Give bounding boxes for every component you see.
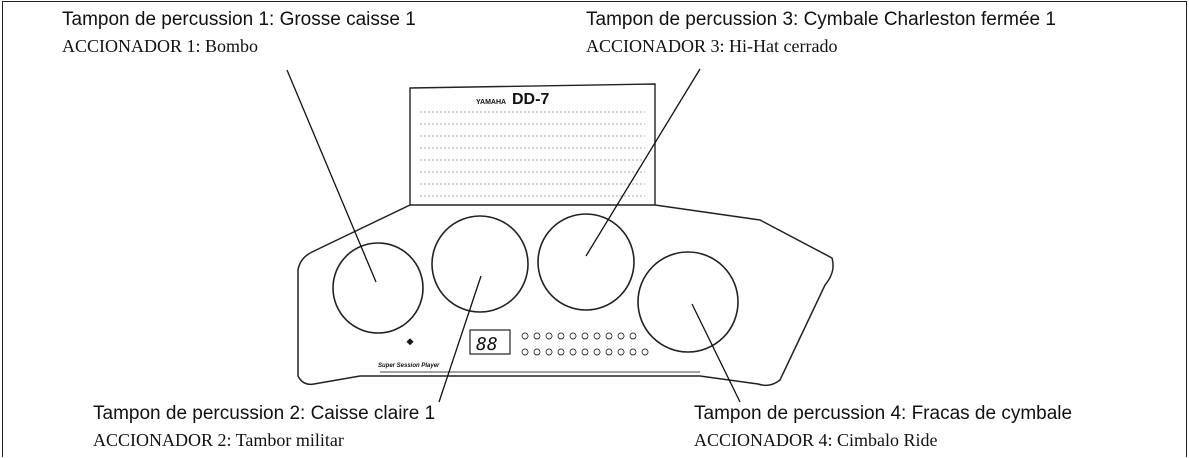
model-text: DD-7 [512,91,549,108]
pad-4 [637,251,739,353]
led-display [469,329,511,355]
pad3-label-fr: Tampon de percussion 3: Cymbale Charlest… [586,9,1056,30]
pad4-label-es: ACCIONADOR 4: Cimbalo Ride [694,430,938,450]
pad3-label-es: ACCIONADOR 3: Hi-Hat cerrado [586,36,838,56]
music-stand: YAMAHA DD-7 [409,83,656,216]
pad4-leader [691,303,741,403]
pad3-leader [585,68,701,257]
pad2-leader [438,275,482,403]
footer-text: Super Session Player [378,363,440,369]
brand-text: YAMAHA [476,99,506,106]
pad1-label-fr: Tampon de percussion 1: Grosse caisse 1 [62,9,416,30]
panel-buttons [521,332,649,356]
pad1-leader [286,69,377,283]
pad-3 [537,213,635,311]
pad-2 [431,215,529,313]
pad1-label-es: ACCIONADOR 1: Bombo [62,36,259,56]
pad4-label-fr: Tampon de percussion 4: Fracas de cymbal… [694,403,1073,424]
pad-1 [332,242,424,334]
control-panel: 88 ❖ Super Session Player [378,329,649,369]
pad2-label-fr: Tampon de percussion 2: Caisse claire 1 [93,403,436,424]
leader-lines [286,68,741,403]
panel-logo-icon: ❖ [406,337,414,347]
pad2-label-es: ACCIONADOR 2: Tambor militar [93,430,344,450]
led-digits: 88 [476,334,498,355]
